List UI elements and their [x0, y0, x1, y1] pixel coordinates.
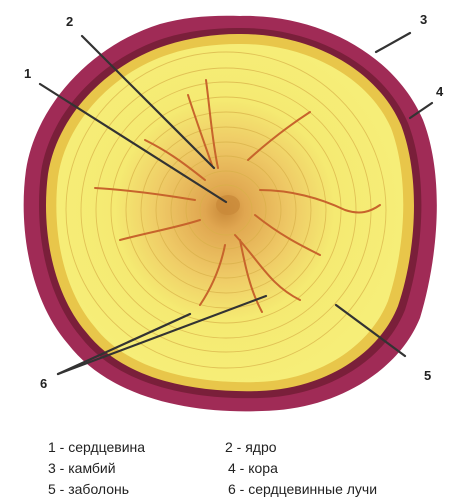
legend-item-cambium: 3 - камбий	[48, 460, 116, 476]
tree-trunk-cross-section-diagram	[0, 0, 460, 430]
label-number-1: 1	[24, 66, 31, 81]
label-number-5: 5	[424, 368, 431, 383]
legend-item-pith: 1 - сердцевина	[48, 439, 145, 455]
label-number-3: 3	[420, 12, 427, 27]
legend-item-heartwood: 2 - ядро	[225, 439, 277, 455]
legend-item-medullary-rays: 6 - сердцевинные лучи	[228, 481, 377, 497]
legend-item-sapwood: 5 - заболонь	[48, 481, 129, 497]
legend: 1 - сердцевина 2 - ядро 3 - камбий 4 - к…	[0, 430, 460, 501]
pointer-line-3	[376, 33, 410, 52]
legend-item-bark: 4 - кора	[228, 460, 278, 476]
label-number-6: 6	[40, 376, 47, 391]
label-number-4: 4	[436, 84, 443, 99]
label-number-2: 2	[66, 14, 73, 29]
